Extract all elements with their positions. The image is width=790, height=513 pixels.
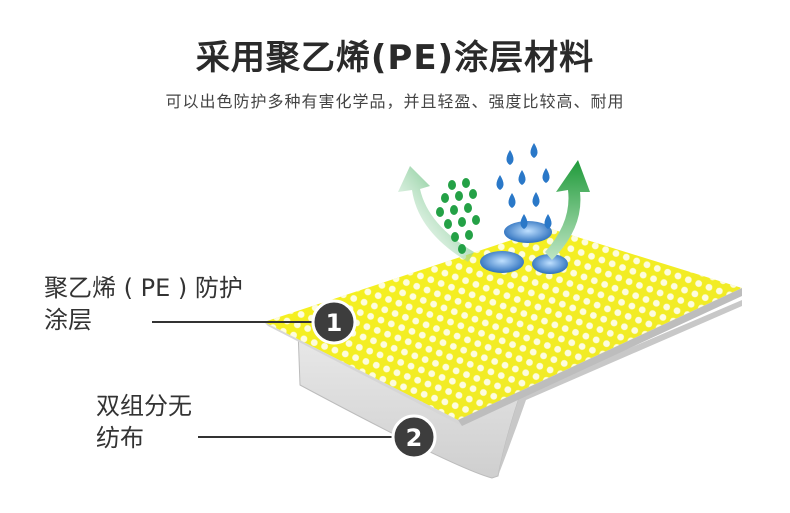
- pe-coating-label: 聚乙烯 ( PE ) 防护 涂层: [44, 272, 243, 336]
- deflection-arrow-right-icon: [545, 160, 590, 260]
- page-subtitle: 可以出色防护多种有害化学品，并且轻盈、强度比较高、耐用: [165, 92, 625, 111]
- layer-badge-2: 2: [391, 414, 437, 460]
- liquid-beads: [480, 221, 568, 274]
- nonwoven-fabric-label-line-2: 纺布: [96, 424, 144, 452]
- page-title: 采用聚乙烯(PE)涂层材料: [195, 38, 595, 78]
- svg-text:2: 2: [406, 424, 423, 452]
- nonwoven-fabric-label: 双组分无 纺布: [96, 390, 192, 454]
- deflection-arrow-left-icon: [398, 166, 474, 262]
- water-drops-icon: [496, 143, 552, 229]
- pe-coating-layer: [264, 228, 742, 426]
- chemical-particles-icon: [436, 178, 480, 254]
- svg-text:1: 1: [326, 309, 343, 337]
- nonwoven-fabric-label-line-1: 双组分无: [96, 392, 192, 420]
- pe-coating-label-line-2: 涂层: [44, 306, 92, 334]
- layer-badge-1: 1: [311, 299, 357, 345]
- pe-coating-label-line-1: 聚乙烯 ( PE ) 防护: [44, 274, 243, 302]
